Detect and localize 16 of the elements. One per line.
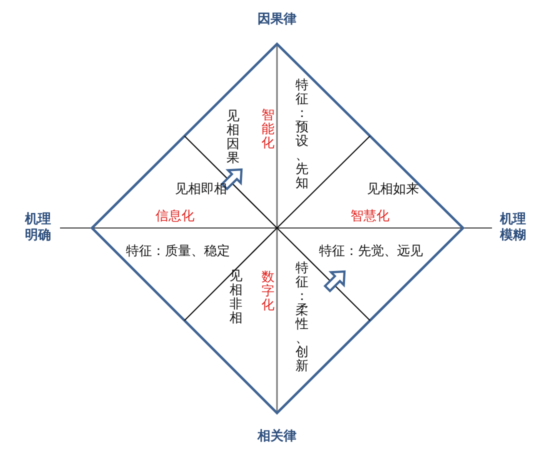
stage-label: 数字化 bbox=[261, 270, 275, 314]
quadrant-label: 见相即相 bbox=[175, 182, 227, 198]
feature-text: 特征：预设、先知 bbox=[295, 78, 309, 192]
axis-label: 因果律 bbox=[258, 12, 296, 28]
axis-label: 相关律 bbox=[258, 428, 296, 446]
quadrant-label: 见相因果 bbox=[226, 110, 240, 166]
quadrant-label: 见相如来 bbox=[367, 182, 419, 198]
feature-text: 特征：先觉、远见 bbox=[319, 244, 423, 260]
axis-label: 机理明确 bbox=[24, 212, 52, 244]
feature-text: 特征：柔性、创新 bbox=[295, 262, 309, 374]
stage-label: 智慧化 bbox=[350, 208, 390, 226]
stage-label: 信息化 bbox=[156, 208, 194, 226]
quadrant-label: 见相非相 bbox=[229, 270, 243, 326]
feature-text: 特征：质量、稳定 bbox=[126, 244, 230, 260]
axis-label: 机理模糊 bbox=[499, 212, 527, 244]
stage-label: 智能化 bbox=[261, 108, 275, 152]
